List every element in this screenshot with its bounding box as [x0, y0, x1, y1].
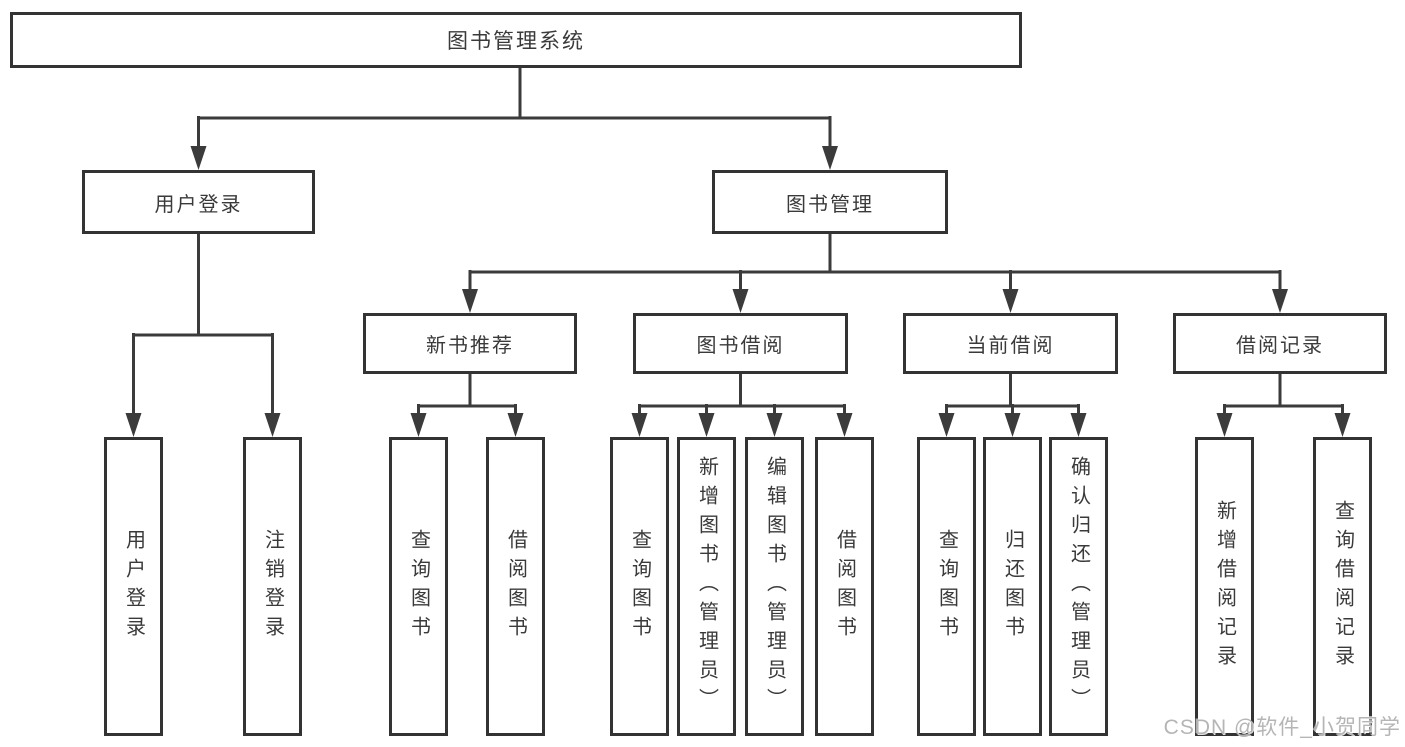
node-label: 查询借阅记录 [1331, 499, 1354, 674]
leaf-borrow-edit-books-admin: 编辑图书（管理员） [745, 437, 804, 736]
node-root-library-system: 图书管理系统 [10, 12, 1022, 68]
node-label: 归还图书 [1001, 528, 1024, 645]
leaf-records-query-record: 查询借阅记录 [1313, 437, 1372, 736]
leaf-current-return-books: 归还图书 [983, 437, 1042, 736]
node-label: 借阅图书 [504, 528, 527, 645]
node-label: 图书借阅 [696, 335, 785, 357]
node-user-login: 用户登录 [82, 170, 315, 234]
node-book-management: 图书管理 [712, 170, 948, 234]
node-new-book-recommend: 新书推荐 [363, 313, 577, 374]
leaf-recommend-query-books: 查询图书 [389, 437, 448, 736]
csdn-watermark: CSDN @软件_小贺同学 [1163, 716, 1401, 739]
node-label: 图书管理系统 [447, 30, 585, 53]
node-label: 新增借阅记录 [1213, 499, 1236, 674]
node-label: 编辑图书（管理员） [763, 456, 786, 717]
leaf-borrow-add-books-admin: 新增图书（管理员） [677, 437, 736, 736]
leaf-records-add-record: 新增借阅记录 [1195, 437, 1254, 736]
leaf-borrow-borrow-books: 借阅图书 [815, 437, 874, 736]
leaf-recommend-borrow-books: 借阅图书 [486, 437, 545, 736]
node-label: 用户登录 [122, 528, 145, 645]
node-current-borrow: 当前借阅 [903, 313, 1118, 374]
node-label: 借阅图书 [833, 528, 856, 645]
node-borrow-records: 借阅记录 [1173, 313, 1387, 374]
node-label: 新书推荐 [426, 335, 514, 357]
node-label: 注销登录 [261, 528, 284, 645]
node-label: 查询图书 [407, 528, 430, 645]
node-label: 查询图书 [628, 528, 651, 645]
node-label: 查询图书 [935, 528, 958, 645]
node-label: 图书管理 [786, 193, 874, 216]
leaf-current-query-books: 查询图书 [917, 437, 976, 736]
node-label: 当前借阅 [966, 335, 1055, 357]
leaf-user-login: 用户登录 [104, 437, 163, 736]
node-label: 借阅记录 [1236, 335, 1324, 357]
node-book-borrow: 图书借阅 [633, 313, 848, 374]
node-label: 用户登录 [154, 193, 243, 216]
leaf-logout: 注销登录 [243, 437, 302, 736]
leaf-borrow-query-books: 查询图书 [610, 437, 669, 736]
node-label: 新增图书（管理员） [695, 456, 718, 717]
leaf-current-confirm-return-admin: 确认归还（管理员） [1049, 437, 1108, 736]
node-label: 确认归还（管理员） [1067, 456, 1090, 717]
